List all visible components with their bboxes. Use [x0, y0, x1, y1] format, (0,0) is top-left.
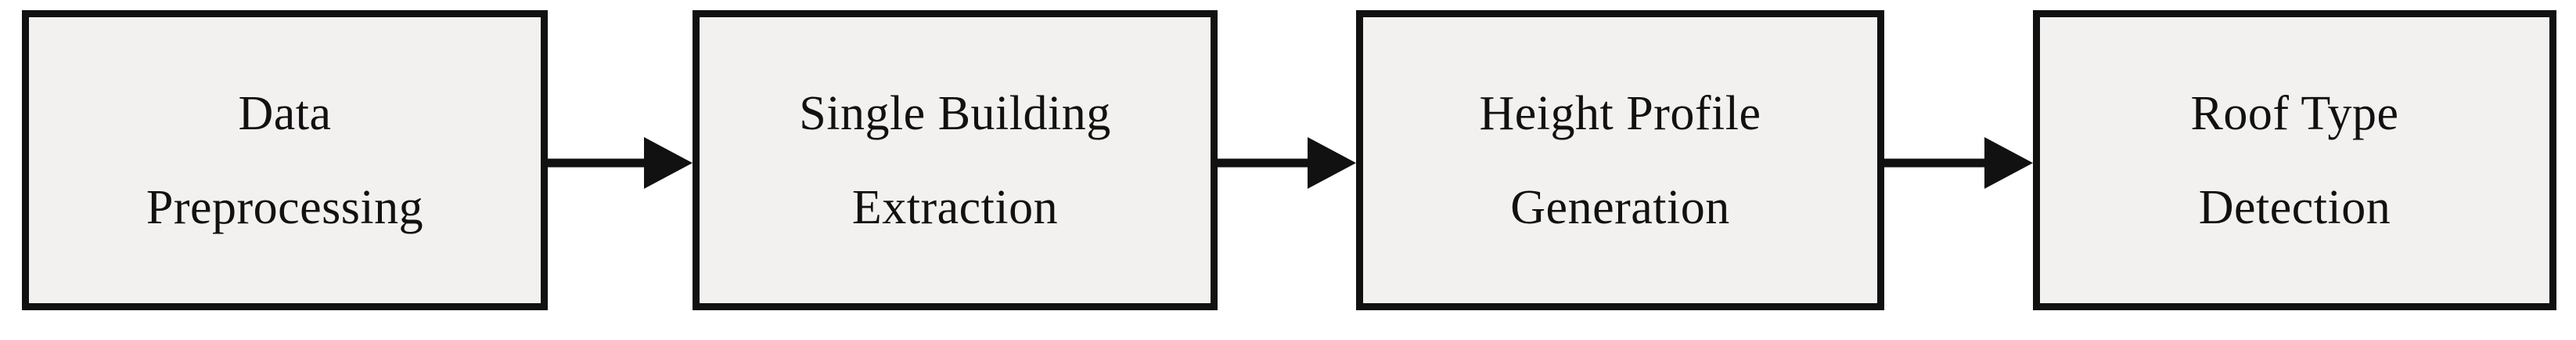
flow-node-label-line2: Extraction [851, 180, 1059, 234]
flow-node-label-line2: Detection [2198, 180, 2391, 234]
flow-node-label-line1: Roof Type [2190, 86, 2399, 140]
flow-node-label-line1: Height Profile [1479, 86, 1761, 140]
flow-node-label-line1: Single Building [799, 86, 1111, 140]
flow-node-label-line1: Data [238, 86, 332, 140]
flow-node-single-building-extraction[interactable]: Single Building Extraction [693, 10, 1218, 310]
flow-node-label-line2: Generation [1510, 180, 1730, 234]
flow-node-roof-type-detection[interactable]: Roof Type Detection [2033, 10, 2556, 310]
flow-node-height-profile-generation[interactable]: Height Profile Generation [1356, 10, 1884, 310]
flow-node-label-line2: Preprocessing [146, 180, 424, 234]
flow-node-data-preprocessing[interactable]: Data Preprocessing [22, 10, 548, 310]
